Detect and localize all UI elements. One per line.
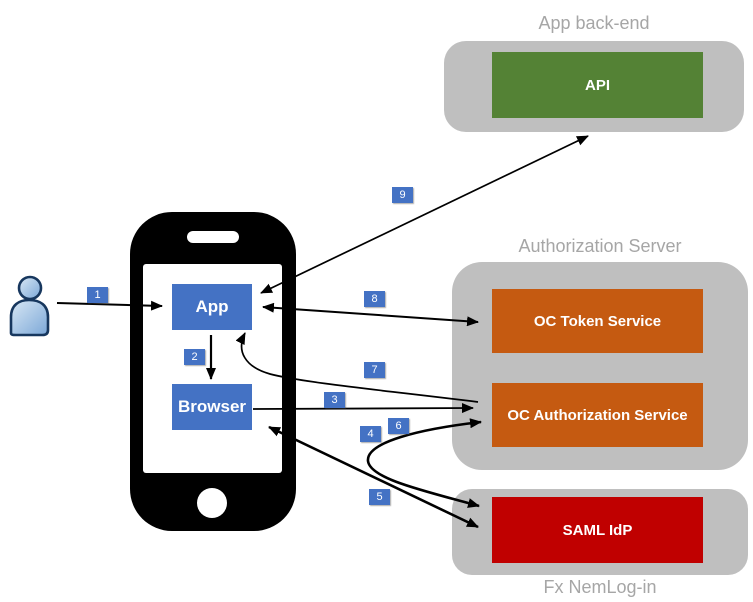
person-icon (9, 275, 50, 337)
backend-title: App back-end (538, 13, 650, 33)
nemlogin-title: Fx NemLog-in (543, 577, 657, 597)
step-badge-5: 5 (369, 489, 390, 505)
browser-node: Browser (172, 384, 252, 430)
step-badge-9: 9 (392, 187, 413, 203)
step-badge-4: 4 (360, 426, 381, 442)
saml-idp-node: SAML IdP (492, 497, 703, 563)
step-badge-6: 6 (388, 418, 409, 434)
oc-token-service-node: OC Token Service (492, 289, 703, 353)
step-badge-1: 1 (87, 287, 108, 303)
api-node: API (492, 52, 703, 118)
arrow-5-browser-saml-idp (268, 425, 479, 529)
oc-authorization-service-node: OC Authorization Service (492, 383, 703, 447)
app-node: App (172, 284, 252, 330)
step-badge-3: 3 (324, 392, 345, 408)
phone-speaker (187, 231, 239, 243)
authorization-server-title: Authorization Server (518, 236, 682, 256)
phone-home-button (197, 488, 227, 518)
step-badge-7: 7 (364, 362, 385, 378)
step-badge-8: 8 (364, 291, 385, 307)
step-badge-2: 2 (184, 349, 205, 365)
